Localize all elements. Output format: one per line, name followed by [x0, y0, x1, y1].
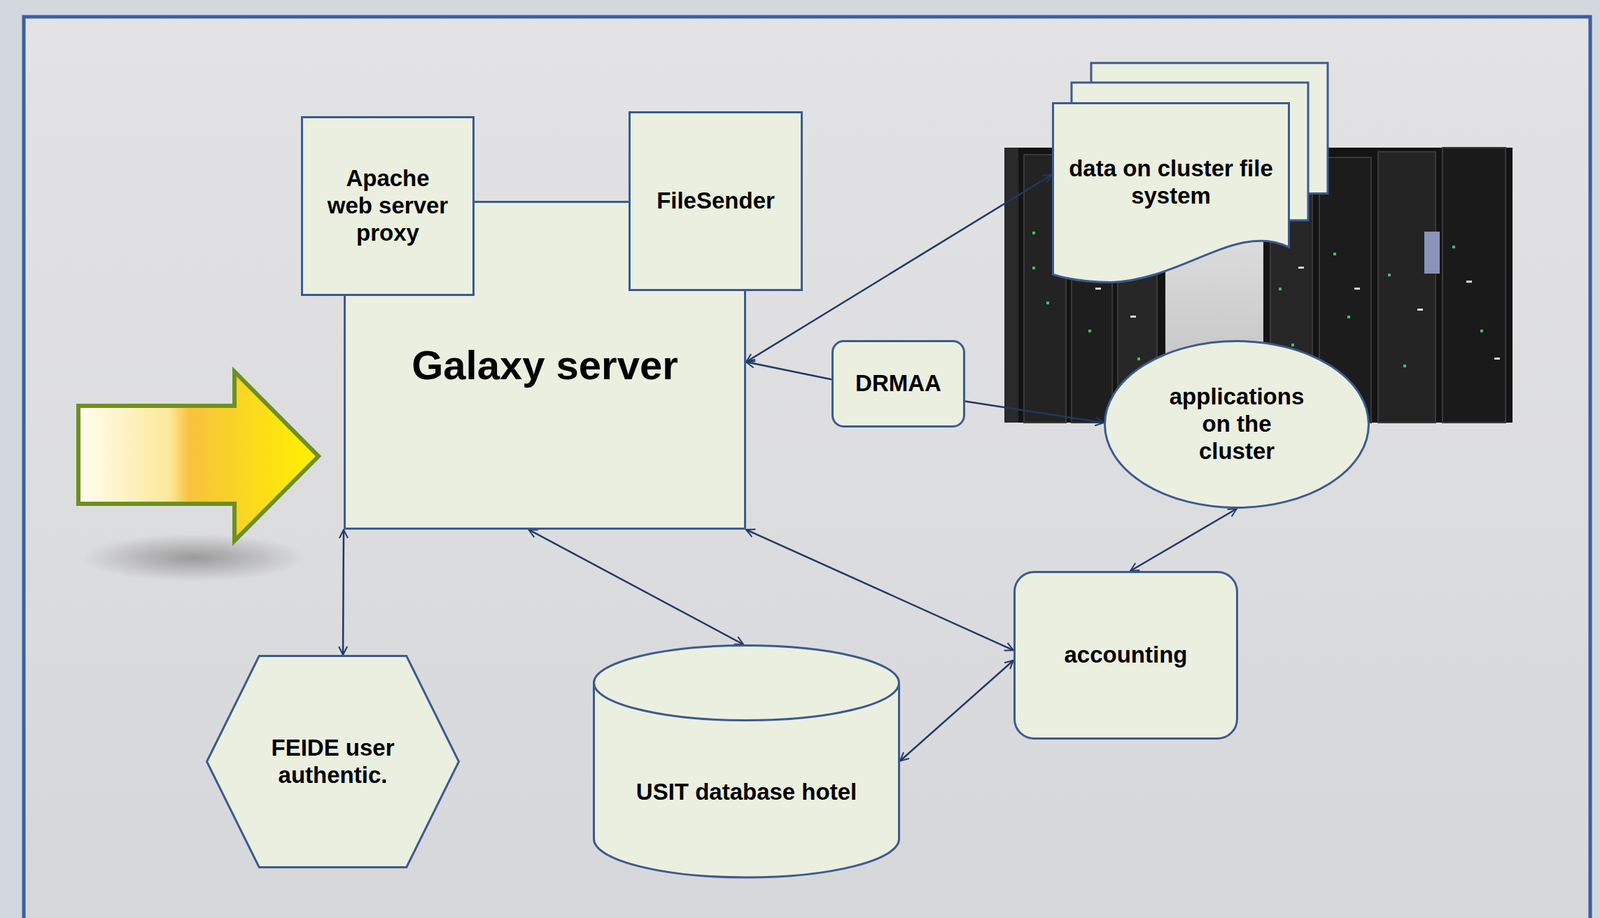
outline-part: [302, 117, 474, 296]
node-label: FileSender: [656, 187, 775, 215]
entry-arrow: [78, 371, 319, 542]
connector: [1130, 508, 1237, 572]
node-label: accounting: [1063, 641, 1188, 670]
node-label: DRMAA: [855, 370, 942, 398]
outline-part: [1053, 103, 1290, 283]
node-label: data on cluster file system: [1065, 155, 1276, 210]
application-ellipse: applications on the cluster: [1103, 340, 1370, 509]
outline-part: [594, 646, 900, 721]
arrow-shadow: [81, 534, 306, 582]
database-cylinder: USIT database hotel: [592, 644, 901, 878]
outline-part: [832, 341, 965, 427]
frame-border: [23, 16, 1591, 918]
node-label: FEIDE user authentic.: [263, 734, 404, 790]
node-label: Galaxy server: [411, 341, 679, 390]
interface-box: DRMAA: [831, 340, 966, 428]
node-label: Apache web server proxy: [321, 165, 454, 248]
outline-part: [1105, 341, 1370, 509]
outline-part: [345, 202, 746, 530]
outline-part: [1014, 572, 1238, 740]
connector: [529, 529, 745, 645]
outline-part: [629, 112, 803, 291]
document-stack: data on cluster file system: [1051, 102, 1290, 284]
connector: [965, 401, 1104, 424]
connector: [746, 529, 1014, 651]
node-label: USIT database hotel: [636, 779, 857, 807]
connector: [900, 660, 1014, 762]
connector: [746, 361, 832, 380]
process-box: accounting: [1013, 571, 1239, 740]
connector: [342, 529, 345, 656]
auth-hexagon: FEIDE user authentic.: [205, 655, 460, 869]
service-box: FileSender: [628, 111, 803, 292]
proxy-box: Apache web server proxy: [300, 116, 475, 297]
node-outline: [592, 644, 901, 878]
outline-part: [207, 656, 460, 868]
node-label: applications on the cluster: [1163, 383, 1311, 466]
